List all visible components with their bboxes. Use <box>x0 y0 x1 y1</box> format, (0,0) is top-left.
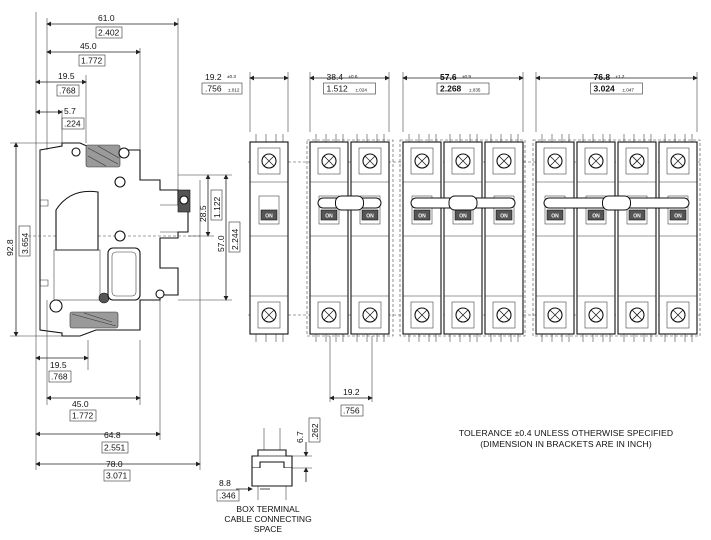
dim-19-top-in: .768 <box>59 86 76 96</box>
front-view: ON ON ON ON ON ON ON ON ON ON 19.2 ±0.3 .756 ±.012 38… <box>201 72 701 417</box>
breaker-pole: ON <box>658 134 698 342</box>
dim-78-in: 3.071 <box>106 471 128 481</box>
brackets-note: (DIMENSION IN BRACKETS ARE IN INCH) <box>480 439 652 449</box>
dim-5-mm: 5.7 <box>64 106 76 116</box>
pitch-in: .756 <box>343 406 360 416</box>
side-view: 61.0 2.402 45.0 1.772 19.5 .768 5.7 .224… <box>5 12 241 482</box>
breaker-pole: ON <box>309 134 349 342</box>
width-dim-in-tol: ±.047 <box>623 88 635 93</box>
handle-on-label: ON <box>418 214 426 220</box>
breaker-pole: ON <box>617 134 657 342</box>
breaker-pole: ON <box>484 134 524 342</box>
terminal-h-in: .262 <box>310 423 320 440</box>
width-dim-in: 2.268 <box>440 84 462 94</box>
breaker-pole: ON <box>443 134 483 342</box>
handle-on-label: ON <box>366 214 374 220</box>
dim-78-mm: 78.0 <box>106 459 123 469</box>
terminal-w-in: .346 <box>219 491 236 501</box>
box-terminal-detail: 6.7 .262 8.8 .346 BOX TERMINAL CABLE CON… <box>216 417 321 534</box>
dim-19-bottom-in: .768 <box>51 372 68 382</box>
handle-on-label: ON <box>500 214 508 220</box>
width-dim-mm: 57.6 <box>440 72 457 82</box>
width-dim-mm-tol: ±0.6 <box>349 74 358 79</box>
dim-61-mm: 61.0 <box>98 13 115 23</box>
breaker-pole: ON <box>249 134 289 342</box>
terminal-caption-1: BOX TERMINAL <box>236 504 299 514</box>
breaker-pole: ON <box>402 134 442 342</box>
width-dim-mm: 19.2 <box>205 72 222 82</box>
dim-45-bottom-mm: 45.0 <box>72 399 89 409</box>
pitch-mm: 19.2 <box>343 387 360 397</box>
width-dim-mm: 76.8 <box>594 72 611 82</box>
width-dim-in: .756 <box>205 84 222 94</box>
terminal-caption-3: SPACE <box>254 524 283 534</box>
dim-64-mm: 64.8 <box>104 430 121 440</box>
handle-on-label: ON <box>674 214 682 220</box>
width-dim-mm-tol: ±0.3 <box>227 74 236 79</box>
dim-45-top-mm: 45.0 <box>80 41 97 51</box>
handle-on-label: ON <box>325 214 333 220</box>
dim-19-top-mm: 19.5 <box>58 71 75 81</box>
breaker-pole: ON <box>576 134 616 342</box>
dim-28-in: 1.122 <box>212 196 222 218</box>
handle-on-label: ON <box>592 214 600 220</box>
terminal-w-mm: 8.8 <box>219 478 231 488</box>
width-dim-mm-tol: ±0.9 <box>462 74 471 79</box>
dim-57-mm: 57.0 <box>216 235 226 252</box>
breaker-pole: ON <box>535 134 575 342</box>
dim-5-in: .224 <box>64 119 81 129</box>
width-dim-mm: 38.4 <box>327 72 344 82</box>
handle-on-label: ON <box>551 214 559 220</box>
terminal-caption-2: CABLE CONNECTING <box>224 514 311 524</box>
breaker-pole: ON <box>350 134 390 342</box>
handle-on-label: ON <box>633 214 641 220</box>
width-dim-in-tol: ±.024 <box>356 88 368 93</box>
handle-on-label: ON <box>459 214 467 220</box>
dim-92-in: 3.654 <box>20 232 30 254</box>
dim-28-mm: 28.5 <box>198 205 208 222</box>
dim-57-in: 2.244 <box>230 228 240 250</box>
tolerance-note: TOLERANCE ±0.4 UNLESS OTHERWISE SPECIFIE… <box>459 428 673 438</box>
dim-19-bottom-mm: 19.5 <box>50 360 67 370</box>
width-dim-in-tol: ±.035 <box>469 88 481 93</box>
dim-45-bottom-in: 1.772 <box>72 411 94 421</box>
width-dim-in-tol: ±.012 <box>228 88 240 93</box>
terminal-h-mm: 6.7 <box>295 431 305 443</box>
width-dim-mm-tol: ±1.2 <box>616 74 625 79</box>
dim-61-in: 2.402 <box>98 28 120 38</box>
width-dim-in: 1.512 <box>327 84 349 94</box>
handle-on-label: ON <box>265 214 273 220</box>
dim-45-top-in: 1.772 <box>81 56 103 66</box>
dim-92-mm: 92.8 <box>5 239 15 256</box>
dim-64-in: 2.551 <box>104 443 126 453</box>
width-dim-in: 3.024 <box>594 84 616 94</box>
